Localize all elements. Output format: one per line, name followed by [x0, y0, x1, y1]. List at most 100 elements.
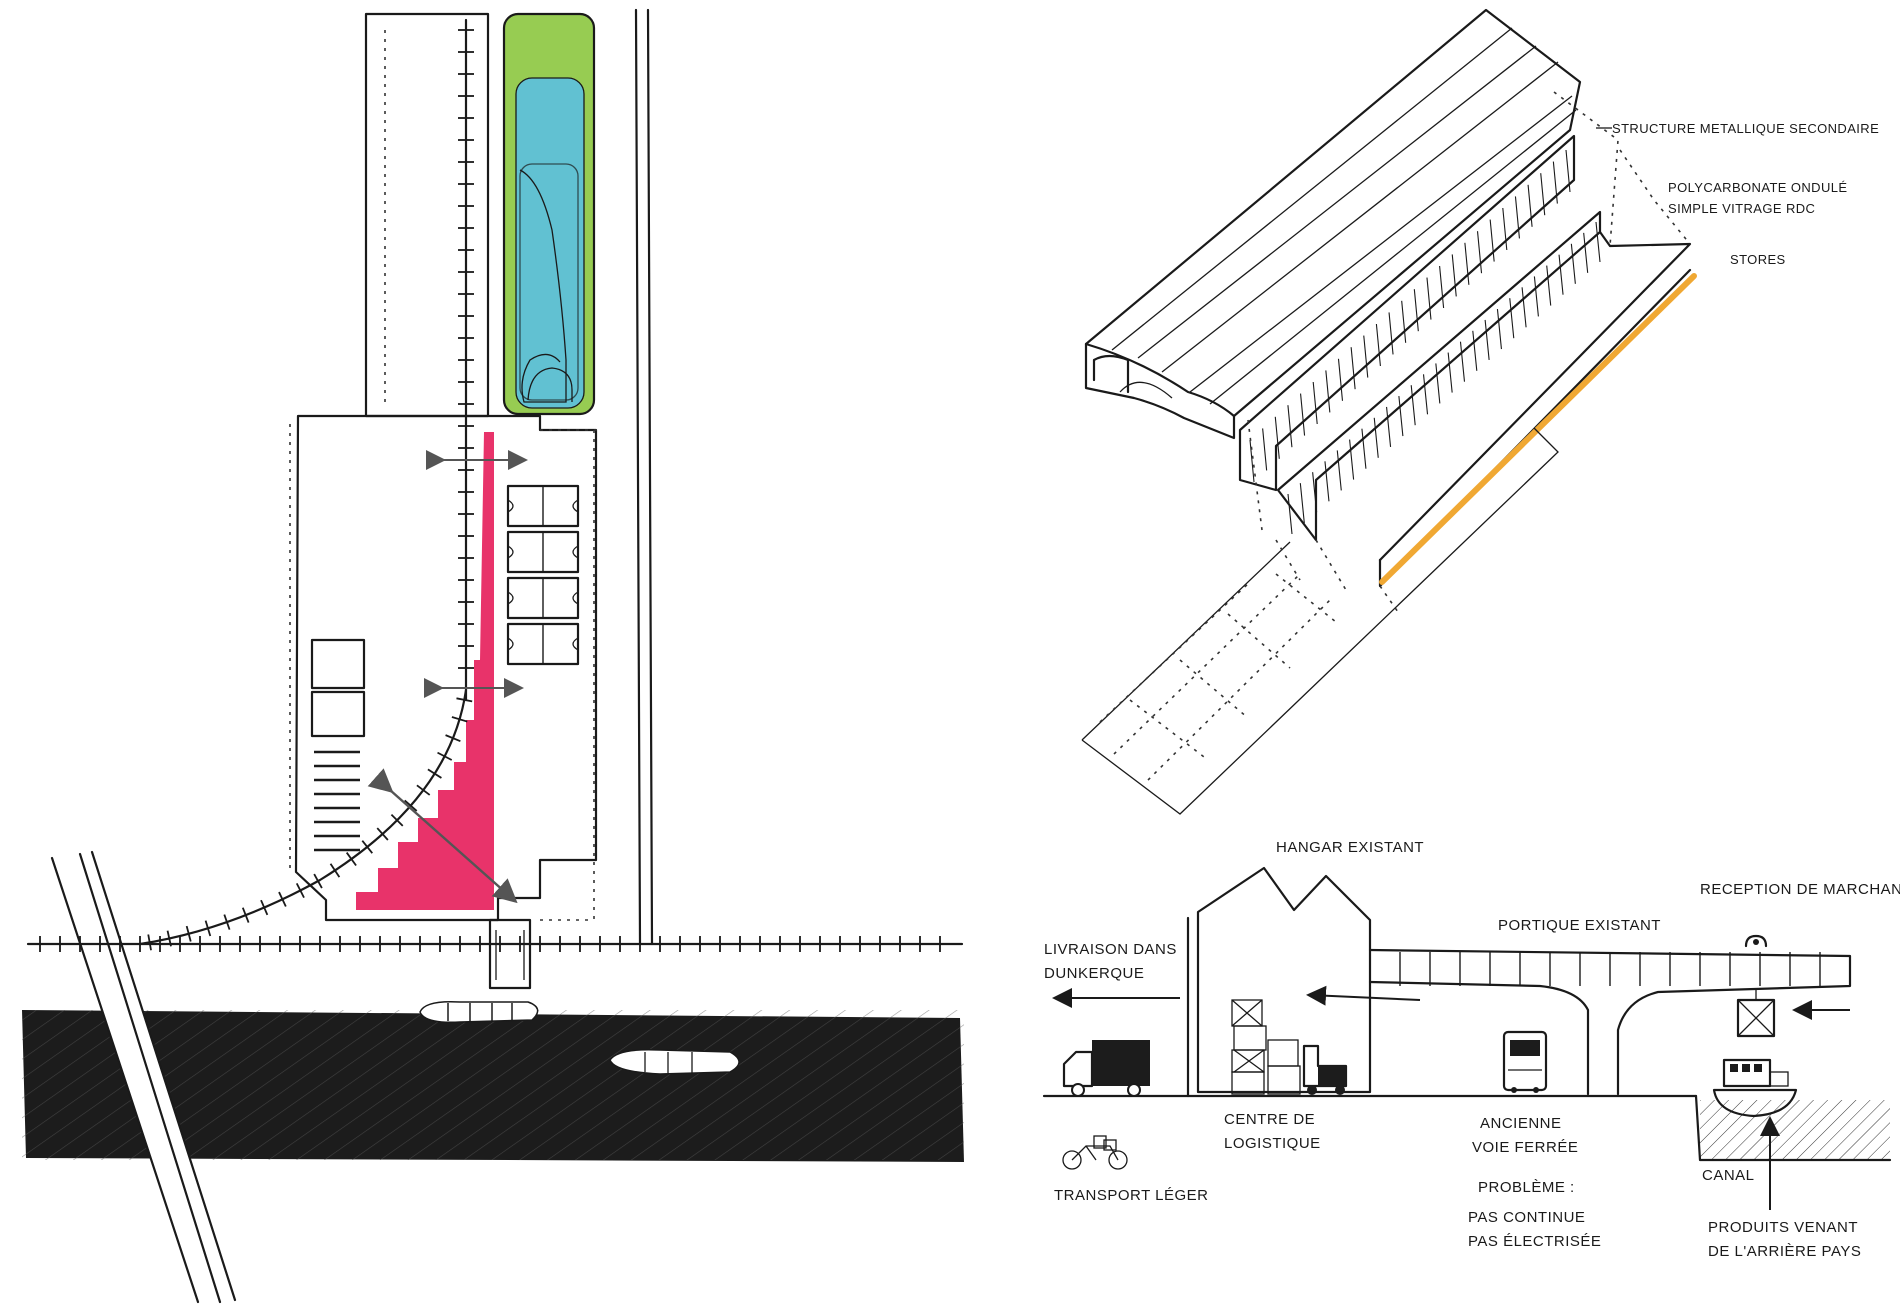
sketch-stroke: [416, 784, 431, 796]
sketch-stroke: [1300, 393, 1306, 436]
court-marking: [507, 591, 579, 605]
label-produits-1: PRODUITS VENANT: [1708, 1219, 1858, 1236]
sketch-stroke: [1472, 330, 1478, 371]
circulation-arrows: [367, 450, 528, 904]
label-livraison-1: LIVRAISON DANS: [1044, 941, 1177, 958]
sketch-stroke: [1459, 341, 1466, 382]
sketch-stroke: [1262, 428, 1268, 471]
existing-hangar: [1186, 866, 1372, 1098]
boat-1: [419, 1000, 539, 1024]
sketch-stroke: [313, 873, 323, 889]
section-labels: HANGAR EXISTANT RECEPTION DE MARCHANDISE…: [1044, 839, 1900, 1260]
sketch-stroke: [1496, 308, 1502, 350]
label-probleme: PROBLÈME :: [1478, 1179, 1575, 1196]
sketch-stroke: [1558, 254, 1564, 295]
sketch-stroke: [241, 907, 250, 923]
sports-courts: [506, 484, 580, 666]
sketch-stroke: [147, 934, 152, 951]
sketch-stroke: [295, 882, 305, 899]
sketch-stroke: [1476, 231, 1483, 274]
sketch-stroke: [278, 891, 287, 907]
label-produits-2: DE L'ARRIÈRE PAYS: [1708, 1243, 1861, 1260]
label-transport: TRANSPORT LÉGER: [1054, 1187, 1208, 1204]
sketch-stroke: [1426, 277, 1432, 320]
sketch-stroke: [1546, 265, 1552, 306]
sketch-stroke: [451, 716, 468, 723]
sketch-stroke: [1287, 405, 1293, 448]
court-marking: [507, 499, 579, 513]
sketch-stroke: [456, 697, 473, 703]
railway-curve: [138, 688, 473, 951]
label-hangar: HANGAR EXISTANT: [1276, 839, 1424, 856]
sketch-stroke: [1363, 335, 1369, 378]
sketch-stroke: [1514, 196, 1520, 239]
existing-portique: [1368, 934, 1852, 1096]
sketch-stroke: [1312, 472, 1318, 513]
canal-basin: [1694, 1094, 1892, 1162]
sketch-stroke: [1413, 289, 1419, 332]
sketch-stroke: [223, 914, 231, 930]
sketch-stroke: [260, 899, 269, 916]
sketch-stroke: [166, 930, 172, 947]
sketch-stroke: [1570, 243, 1576, 284]
label-centre-1: CENTRE DE: [1224, 1111, 1315, 1128]
label-stores: STORES: [1730, 252, 1786, 267]
label-ancienne-1: ANCIENNE: [1480, 1115, 1562, 1132]
sketch-stroke: [1451, 254, 1457, 297]
sketch-stroke: [1375, 323, 1381, 367]
sketch-stroke: [1287, 493, 1293, 535]
train: [1502, 1030, 1548, 1093]
sketch-stroke: [1533, 276, 1539, 317]
label-pas-continue: PAS CONTINUE: [1468, 1209, 1585, 1226]
arrow-portique-to-hangar: [1306, 985, 1421, 1006]
sketch-stroke: [1398, 396, 1404, 437]
stores-strip: [1379, 273, 1697, 585]
sketch-stroke: [1386, 406, 1392, 448]
label-structure: STRUCTURE METALLIQUE SECONDAIRE: [1612, 121, 1879, 136]
sketch-stroke: [345, 852, 357, 867]
sketch-stroke: [1595, 221, 1601, 263]
sketch-stroke: [329, 863, 341, 878]
sketch-stroke: [1349, 439, 1355, 480]
cargo-bike: [1062, 1135, 1128, 1170]
sketch-stroke: [1489, 219, 1495, 262]
site-plan: [22, 8, 964, 1304]
axo-labels: STRUCTURE METALLIQUE SECONDAIRE POLYCARB…: [1596, 121, 1879, 267]
sketch-stroke: [1435, 363, 1441, 404]
sketch-stroke: [1447, 352, 1453, 393]
railway-vertical: [458, 18, 474, 702]
sketch-stroke: [1299, 483, 1305, 524]
sketch-stroke: [1527, 184, 1533, 227]
court-marking: [507, 545, 579, 559]
logistics-section: [1042, 866, 1892, 1210]
sketch-stroke: [361, 840, 373, 854]
roof: [1084, 8, 1582, 440]
left-rooms: [310, 638, 366, 852]
sketch-stroke: [1552, 161, 1558, 204]
label-pas-electrisee: PAS ÉLECTRISÉE: [1468, 1233, 1601, 1250]
sketch-stroke: [204, 920, 212, 937]
sketch-stroke: [1336, 450, 1342, 491]
sketch-stroke: [1350, 347, 1356, 390]
court-marking: [507, 637, 579, 651]
barge: [1712, 1058, 1798, 1118]
sketch-stroke: [1388, 312, 1394, 355]
sketch-stroke: [1583, 232, 1589, 273]
sketch-stroke: [1509, 298, 1515, 339]
sketch-stroke: [1502, 207, 1508, 251]
sketch-stroke: [185, 925, 192, 942]
sketch-stroke: [1484, 319, 1490, 360]
lower-building: [289, 414, 598, 922]
sketch-stroke: [1274, 416, 1280, 459]
sketch-stroke: [1373, 417, 1379, 458]
delivery-truck: [1062, 1040, 1150, 1097]
quay-edge: [634, 8, 654, 946]
sketch-stroke: [445, 734, 461, 742]
label-livraison-2: DUNKERQUE: [1044, 965, 1144, 982]
sketch-stroke: [1439, 265, 1445, 309]
ground-plane: [1081, 91, 1691, 815]
sketch-stroke: [1464, 242, 1470, 285]
sketch-stroke: [1401, 300, 1407, 343]
sketch-stroke: [1422, 374, 1429, 415]
sketch-stroke: [1325, 370, 1331, 413]
